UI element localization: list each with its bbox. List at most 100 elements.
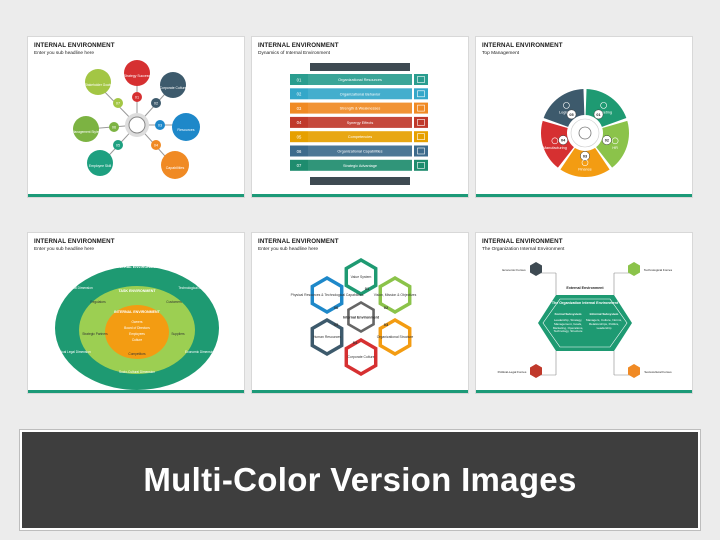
row-icon-box	[414, 102, 428, 114]
banner-title: Multi-Color Version Images	[143, 461, 577, 498]
slide-title: INTERNAL ENVIRONMENT	[34, 238, 115, 245]
svg-text:Political Legal Dimension: Political Legal Dimension	[55, 350, 91, 354]
bubble-diagram: Strategy Success Corporate Culture Resou…	[72, 60, 200, 179]
row-label: Organizational Behavior	[340, 92, 381, 96]
row-number-box	[290, 116, 308, 128]
row-bar	[308, 102, 412, 114]
external-label: External Environment	[566, 286, 604, 290]
svg-text:07: 07	[116, 102, 120, 106]
bubble-4	[161, 151, 189, 179]
hex-number: 01	[365, 286, 370, 291]
segment-icon	[581, 159, 589, 166]
row-number-box	[290, 145, 308, 157]
row-icon	[417, 90, 425, 98]
segment-number: 05	[569, 113, 573, 117]
slide-3-thumbnail[interactable]: INTERNAL ENVIRONMENT Top Management Mark…	[475, 36, 693, 198]
segment-label: HR	[612, 146, 618, 150]
slide-subtitle: Top Management	[482, 51, 520, 56]
wheel-segment	[596, 120, 629, 168]
row-icon	[417, 162, 425, 169]
top-management-wheel: Marketing01HR02Finance03Manufacturing04L…	[541, 89, 629, 177]
svg-text:06: 06	[112, 126, 116, 130]
hex-inner	[314, 322, 340, 352]
slide-1-thumbnail[interactable]: INTERNAL ENVIRONMENT Enter you sub headl…	[27, 36, 245, 198]
hex-label: Corporate Culture	[348, 355, 375, 359]
svg-text:Economic Forces: Economic Forces	[502, 268, 526, 272]
slide-4-thumbnail[interactable]: INTERNAL ENVIRONMENT Enter you sub headl…	[27, 232, 245, 394]
row-icon-box	[414, 116, 428, 128]
row-number: 04	[297, 120, 302, 125]
row-bar	[308, 116, 412, 128]
organization-hexagon: External Environment The Organization In…	[498, 262, 673, 378]
bubble-5	[87, 150, 113, 176]
slide-footer-bar	[476, 194, 692, 197]
row-icon-box	[414, 88, 428, 100]
center-label: Internal Environment	[343, 315, 380, 319]
row-bar	[308, 131, 412, 143]
segment-icon	[563, 102, 570, 109]
bubble-3-label: Resources	[177, 128, 194, 132]
segment-number: 04	[561, 139, 566, 143]
segment-number: 02	[605, 139, 609, 143]
svg-text:Customers: Customers	[166, 300, 182, 304]
segment-number-circle	[602, 135, 612, 145]
row-number: 02	[297, 92, 302, 97]
svg-text:01: 01	[135, 96, 139, 100]
hex-inner	[314, 280, 340, 310]
segment-number: 03	[583, 154, 587, 158]
row-label: Competencies	[348, 135, 372, 139]
svg-text:Board of Directors: Board of Directors	[124, 326, 150, 330]
center-title: The Organization Internal Environment	[552, 301, 619, 305]
bubble-7	[85, 69, 111, 95]
row-icon-box	[414, 145, 428, 157]
row-number: 07	[297, 163, 302, 168]
slide-6-thumbnail[interactable]: INTERNAL ENVIRONMENT The Organization In…	[475, 232, 693, 394]
segment-label: Marketing	[595, 110, 612, 114]
row-number-box	[290, 159, 308, 171]
svg-text:International Dimension: International Dimension	[59, 286, 93, 290]
wheel-center	[570, 118, 600, 148]
hex-inner	[382, 280, 408, 310]
slide-title: INTERNAL ENVIRONMENT	[34, 42, 115, 49]
hex-number: 06	[334, 305, 339, 310]
bubble-1-label: Strategy Success	[124, 74, 151, 78]
slide-subtitle: Dynamics of Internal Environment	[258, 51, 330, 56]
hex-label: Organizational Structure	[377, 335, 414, 339]
slide-subtitle: Enter you sub headline here	[258, 247, 319, 252]
slide-subtitle: The Organization Internal Environment	[482, 247, 565, 252]
segment-label: Finance	[578, 168, 592, 172]
row-number-box	[290, 88, 308, 100]
bubble-6-label: Management Styles	[72, 130, 101, 134]
bubble-5-label: Employee Skill	[89, 164, 111, 168]
segment-number-circle	[566, 109, 577, 120]
row-number-box	[290, 131, 308, 143]
slide-footer-bar	[252, 194, 468, 197]
hex-inner	[348, 262, 374, 292]
slide-title: INTERNAL ENVIRONMENT	[258, 42, 339, 49]
bubble-3	[172, 113, 200, 141]
wheel-segment	[541, 120, 574, 168]
slide-5-thumbnail[interactable]: INTERNAL ENVIRONMENT Enter you sub headl…	[251, 232, 469, 394]
hex-number: 05	[334, 322, 339, 327]
row-icon	[417, 119, 425, 126]
segment-icon	[600, 102, 607, 109]
center-hex-inner	[349, 304, 373, 330]
svg-text:Political-Legal Forces: Political-Legal Forces	[498, 370, 527, 374]
svg-text:03: 03	[158, 124, 162, 128]
row-bar	[308, 88, 412, 100]
slide-2-thumbnail[interactable]: INTERNAL ENVIRONMENT Dynamics of Interna…	[251, 36, 469, 198]
row-icon-box	[414, 74, 428, 85]
row-label: Strength & Weaknesses	[340, 107, 381, 111]
row-icon	[417, 147, 425, 155]
row-icon	[417, 76, 425, 83]
svg-text:02: 02	[154, 102, 158, 106]
row-icon-box	[414, 159, 428, 171]
row-icon-box	[414, 131, 428, 143]
row-bar	[308, 159, 412, 171]
segment-number-circle	[580, 151, 590, 161]
hex-label: Human Resources	[313, 335, 341, 339]
segment-number-circle	[558, 135, 568, 145]
row-label: Organizational Capabilities	[337, 150, 382, 154]
